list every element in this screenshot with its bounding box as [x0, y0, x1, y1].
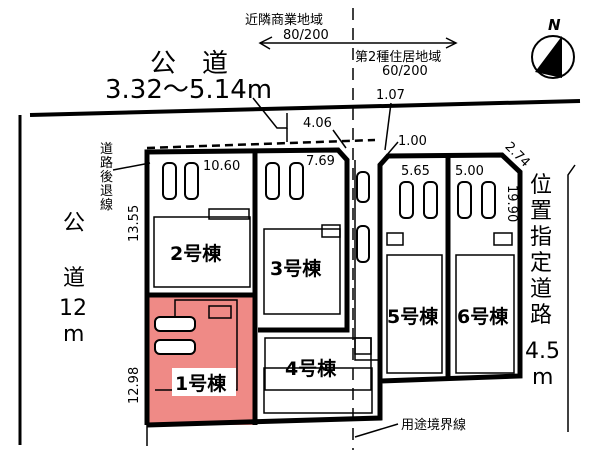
dimension: 10.60	[203, 159, 240, 174]
north-arrow-icon: N	[531, 16, 575, 79]
right-road-edge	[567, 164, 576, 432]
svg-text:後: 後	[100, 170, 113, 185]
left-road-char: 12	[59, 296, 87, 321]
dimension: 5.00	[455, 164, 484, 179]
dimension: 19.90	[504, 185, 519, 222]
right-road-char: 位	[530, 173, 552, 198]
left-road-char: 道	[63, 266, 85, 291]
svg-text:路: 路	[100, 155, 113, 171]
lot-4-label: 4号棟	[285, 357, 337, 380]
left-road-char: 公	[63, 211, 85, 236]
setback-label: 道 路 後 退 線	[100, 142, 113, 213]
dimension: 1.07	[376, 88, 405, 103]
lot-1-area[interactable]	[147, 295, 255, 425]
right-road-char: 置	[530, 199, 552, 224]
zone-boundary-label: 用途境界線	[401, 417, 466, 433]
right-road-char: 道	[530, 277, 552, 302]
left-zone-label: 近隣商業地域	[245, 12, 323, 28]
right-road-char: 定	[530, 251, 552, 276]
dimension: 12.98	[127, 367, 142, 404]
svg-text:道: 道	[100, 142, 113, 157]
lot-1-label: 1号棟	[175, 372, 227, 395]
right-road-char: 路	[530, 303, 552, 328]
building-4	[263, 367, 373, 414]
zone-arrow	[258, 36, 458, 50]
dimension: 1.00	[398, 134, 427, 149]
right-road-char: 指	[530, 225, 552, 250]
top-road-edge	[29, 99, 581, 117]
left-zone-ratio: 80/200	[283, 28, 329, 43]
svg-text:線: 線	[100, 197, 113, 213]
building-2	[153, 216, 251, 288]
right-road-char: m	[532, 365, 553, 390]
lot-2-label: 2号棟	[170, 242, 222, 265]
building-3	[263, 228, 341, 315]
left-road-char: m	[63, 322, 84, 347]
svg-text:退: 退	[100, 184, 113, 199]
dimension: 5.65	[401, 164, 430, 179]
svg-text:N: N	[548, 16, 561, 34]
dimension: 7.69	[306, 154, 335, 169]
parking-cars	[154, 162, 496, 355]
top-road-label: 公 道	[150, 49, 228, 79]
lot-3-label: 3号棟	[270, 257, 322, 280]
right-road-char: 4.5	[525, 339, 560, 364]
lot-5-label: 5号棟	[387, 305, 439, 328]
dimension: 4.06	[303, 116, 332, 131]
dimension: 13.55	[127, 205, 142, 242]
right-zone-label: 第2種住居地域	[355, 49, 441, 65]
lot-6-label: 6号棟	[457, 305, 509, 328]
building-5	[386, 254, 443, 374]
top-road-width: 3.32～5.14m	[105, 75, 272, 105]
right-zone-ratio: 60/200	[382, 64, 428, 79]
building-6	[455, 254, 515, 374]
